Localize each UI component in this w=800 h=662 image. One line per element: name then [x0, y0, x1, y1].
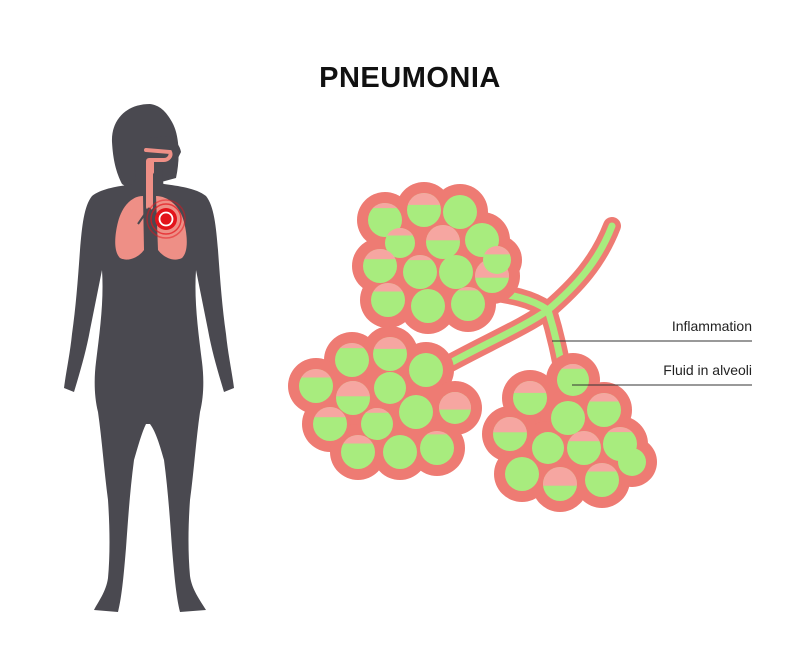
upper-cluster: [352, 182, 522, 334]
face: [150, 136, 181, 178]
alveolus: [505, 457, 539, 491]
alveolus: [399, 395, 433, 429]
alveolus: [374, 372, 406, 404]
alveolus: [443, 195, 477, 229]
lower-right-cluster: [482, 353, 657, 512]
alveolus: [336, 381, 370, 415]
alveolus: [411, 289, 445, 323]
alveolus: [483, 246, 511, 274]
alveolus: [409, 353, 443, 387]
alveolus: [426, 225, 460, 259]
inflammation-marker: [146, 199, 186, 239]
body: [64, 184, 234, 612]
alveolus: [363, 249, 397, 283]
alveolus: [313, 407, 347, 441]
alveolus: [439, 255, 473, 289]
fluid-in-alveoli-label: Fluid in alveoli: [663, 362, 752, 378]
nasal-passage: [144, 148, 173, 174]
alveolus: [557, 364, 589, 396]
alveolus: [299, 369, 333, 403]
alveolus: [368, 203, 402, 237]
alveolus: [373, 337, 407, 371]
inflammation-label: Inflammation: [671, 318, 752, 334]
alveolus: [383, 435, 417, 469]
alveolus: [420, 431, 454, 465]
alveolus: [585, 463, 619, 497]
trachea: [146, 158, 153, 210]
alveolus: [341, 435, 375, 469]
alveolus: [532, 432, 564, 464]
alveolus: [335, 343, 369, 377]
alveolus: [587, 393, 621, 427]
alveolus: [451, 287, 485, 321]
alveoli-clusters: [288, 182, 657, 512]
leader-lines: [552, 340, 752, 386]
alveolus: [439, 392, 471, 424]
alveolus: [551, 401, 585, 435]
lower-left-cluster: [288, 326, 482, 480]
left-lung: [115, 196, 144, 260]
alveolus: [407, 193, 441, 227]
alveolus: [385, 228, 415, 258]
alveolus: [403, 255, 437, 289]
alveolus: [493, 417, 527, 451]
female-silhouette: [64, 104, 234, 612]
alveolus: [513, 381, 547, 415]
page-title: PNEUMONIA: [319, 62, 501, 94]
alveolus: [371, 283, 405, 317]
alveolus: [567, 431, 601, 465]
alveolus: [543, 467, 577, 501]
alveolus: [618, 448, 646, 476]
alveolus: [361, 408, 393, 440]
